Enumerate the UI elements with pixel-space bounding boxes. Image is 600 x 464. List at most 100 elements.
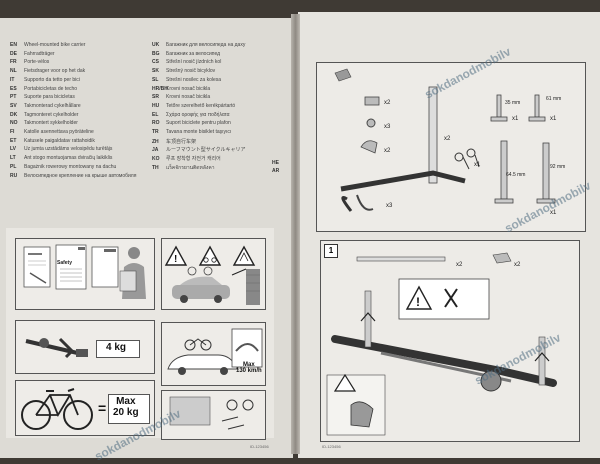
weight-badge xyxy=(96,340,140,358)
language-text: Porte-vélos xyxy=(24,59,50,66)
accessories-illustration xyxy=(169,396,254,430)
qty-bar: x2 xyxy=(444,136,451,142)
language-text: Katusele paigaldatav rattahoidik xyxy=(24,137,95,144)
language-code: LV xyxy=(10,146,17,153)
clamp-parts xyxy=(360,96,380,154)
language-text: Σχάρα οροφής για ποδήλατα xyxy=(166,111,230,118)
language-code: JA xyxy=(152,147,159,154)
language-code: HR/BH xyxy=(152,85,168,92)
language-code: DK xyxy=(10,111,18,118)
svg-text:!: ! xyxy=(174,254,177,265)
warning-illustration: ! xyxy=(164,245,260,305)
qty-bolt: x3 xyxy=(384,124,391,130)
language-text: Fahrradträger xyxy=(24,50,55,57)
language-row: SR Krovni nosač bicikla xyxy=(152,94,210,100)
language-code: EL xyxy=(152,111,159,118)
booklet-title: Safety xyxy=(57,260,73,266)
language-row: IT Supporto da tetto per bici xyxy=(10,77,80,83)
language-code: FI xyxy=(10,129,15,135)
language-code: TR xyxy=(152,129,159,135)
language-text: แร็คจักรยานติดหลังคา xyxy=(166,164,215,171)
language-text: 车顶自行车架 xyxy=(166,138,197,145)
language-text: Велосипедное крепление на крыше автомоби… xyxy=(24,172,137,179)
left-footer-code: ID-123456 xyxy=(250,444,269,449)
manual-illustration xyxy=(23,244,146,299)
warning-triangle-icon: ! xyxy=(164,245,188,266)
language-row: TH แร็คจักรยานติดหลังคา xyxy=(152,164,215,172)
language-text: Suporte para bicicletas xyxy=(24,94,75,101)
language-row: LT Ant stogo montuojamas dviračių laikikl… xyxy=(10,155,112,161)
language-row: HR/BHKrovni nosač bicikla xyxy=(152,86,210,92)
language-text: Portabicicletas de techo xyxy=(24,85,78,92)
bike-icon: = xyxy=(21,388,106,430)
qty-tbolt-b: x1 xyxy=(550,116,557,122)
language-code: ET xyxy=(10,137,17,144)
max-weight-badge xyxy=(108,394,150,424)
language-text: Krovni nosač bicikla xyxy=(166,85,211,92)
language-text: Багажник для велосипеда на даху xyxy=(166,42,246,48)
language-code: IT xyxy=(10,76,15,83)
qty-tbolt-a: x1 xyxy=(512,116,519,122)
language-text: Tetőre szerelhető kerékpártartó xyxy=(166,102,236,109)
language-row: ES Portabicicletas de techo xyxy=(10,86,77,92)
language-code: PL xyxy=(10,163,17,170)
read-manual-panel xyxy=(15,238,155,310)
language-row: UK Багажник для велосипеда на даху xyxy=(152,42,245,48)
language-text: Fietsdrager voor op het dak xyxy=(24,68,86,75)
language-code: RU xyxy=(10,172,18,179)
max-speed-label: Max 130 km/h xyxy=(236,362,262,374)
language-text: Ant stogo montuojamas dviračių laikiklis xyxy=(24,155,113,162)
carrier-illustration xyxy=(25,337,88,359)
language-row: PT Suporte para bicicletas xyxy=(10,94,75,100)
qty-clamp: x2 xyxy=(384,100,391,106)
lang-code-ar: AR xyxy=(272,168,280,174)
language-code: UK xyxy=(152,42,160,48)
language-text: Bagażnik rowerowy montowany na dachu xyxy=(24,163,117,170)
language-text: Takmontert sykkelholder xyxy=(24,120,78,127)
qty-tbolt-c: x1 xyxy=(550,210,557,216)
language-text: Krovni nosač bicikla xyxy=(166,94,211,101)
language-code: TH xyxy=(152,164,159,171)
language-code: EN xyxy=(10,42,17,48)
language-text: Uz jumta uzstādāms velosipēdu turētājs xyxy=(24,146,113,153)
language-code: ZH xyxy=(152,138,159,145)
language-text: Suport biciclete pentru plafon xyxy=(166,120,231,127)
language-row: ZH 车顶自行车架 xyxy=(152,138,196,145)
qty-holder: x2 xyxy=(384,148,391,154)
step-number: 1 xyxy=(324,244,338,258)
svg-text:=: = xyxy=(98,400,106,416)
dim-35mm: 35 mm xyxy=(505,100,521,106)
max-weight-label: Max 20 kg xyxy=(113,396,139,418)
parts-illustration xyxy=(334,68,556,212)
language-row: LV Uz jumta uzstādāms velosipēdu turētājs xyxy=(10,146,112,152)
language-code: CS xyxy=(152,59,159,66)
language-code: KO xyxy=(152,156,160,163)
language-code: HU xyxy=(152,102,160,109)
step1-qty-block: x2 xyxy=(514,262,521,268)
car-speed-illustration xyxy=(167,328,263,375)
language-text: Supporto da tetto per bici xyxy=(24,76,80,83)
dim-64mm: 64.5 mm xyxy=(506,172,526,178)
language-code: LT xyxy=(10,155,16,162)
warning-panel: ! xyxy=(161,238,266,310)
accessories-panel xyxy=(161,390,266,440)
step1-panel: ! xyxy=(320,240,580,442)
language-text: Багажник за велосипед xyxy=(166,50,221,57)
right-footer-code: ID-123456 xyxy=(322,444,341,449)
language-text: Strešni nosilec za kolesa xyxy=(166,76,222,83)
language-text: Wheel-mounted bike carrier xyxy=(24,42,86,48)
language-code: PT xyxy=(10,94,17,101)
language-row: EL Σχάρα οροφής για ποδήλατα xyxy=(152,112,230,118)
language-row: HU Tetőre szerelhető kerékpártartó xyxy=(152,103,235,109)
language-code: SR xyxy=(152,94,159,101)
language-code: ES xyxy=(10,85,17,92)
